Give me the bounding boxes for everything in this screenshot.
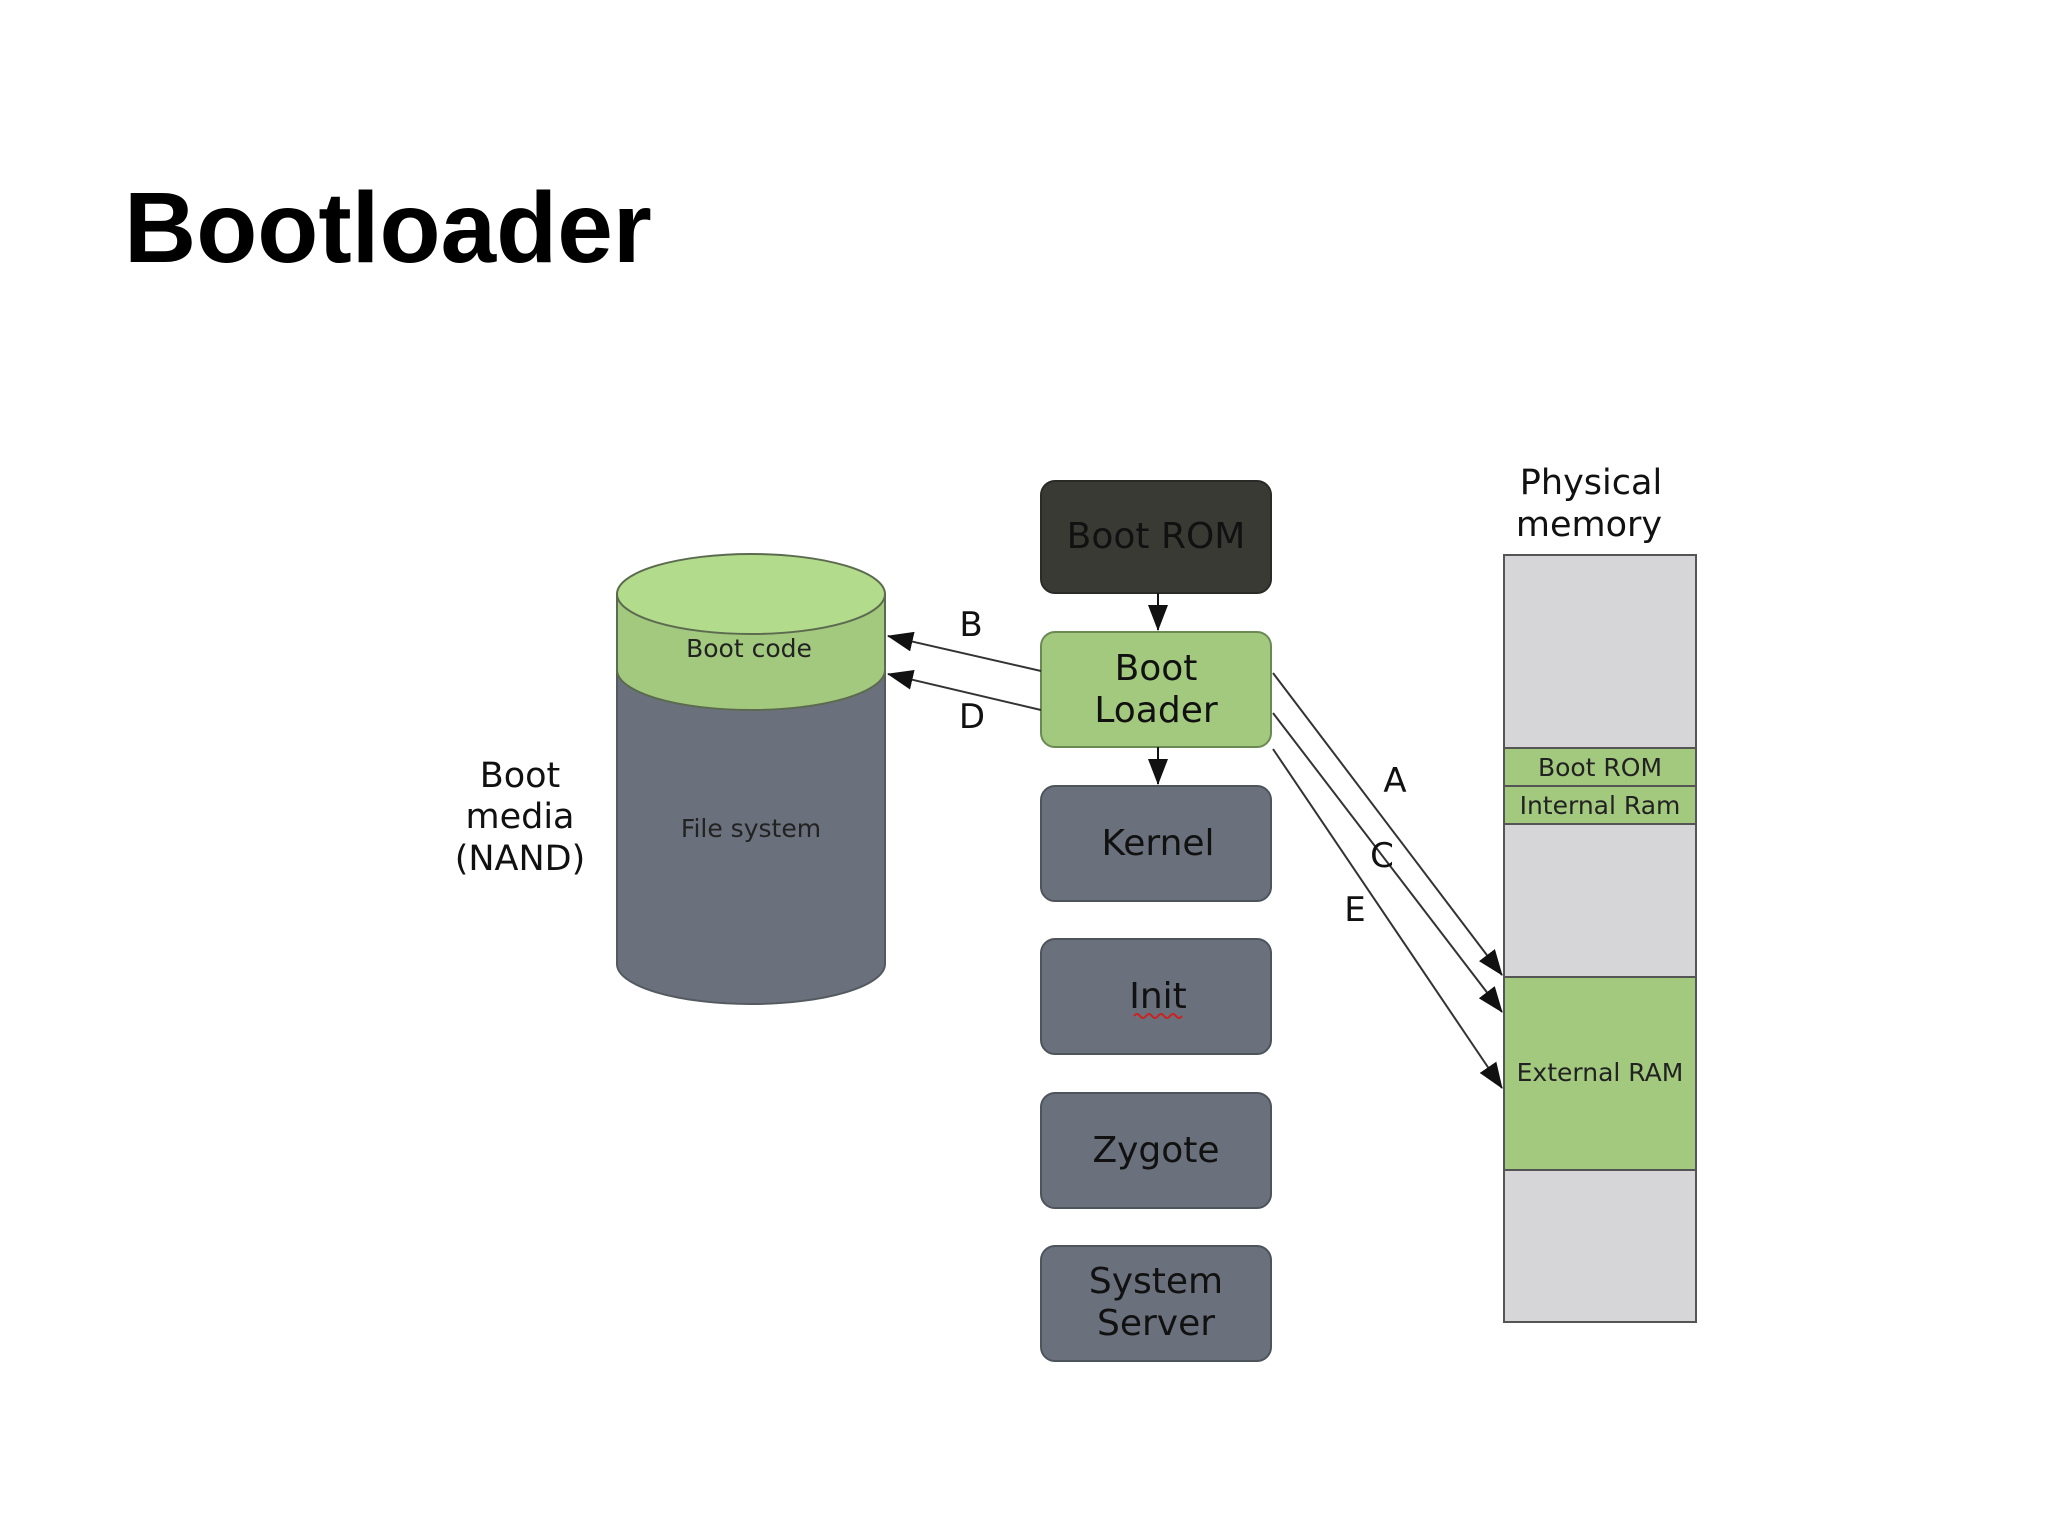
memory-region-external-ram: [1503, 976, 1697, 1171]
boot-code-label: Boot code: [686, 634, 812, 663]
physical-memory-column: Boot ROM Internal Ram External RAM: [1503, 554, 1697, 1323]
stage-boot-rom: Boot ROM: [1040, 480, 1272, 594]
stage-system-server: System Server: [1040, 1245, 1272, 1362]
stage-boot-loader: Boot Loader: [1040, 631, 1272, 748]
boot-media-cylinder: Boot code File system: [616, 553, 886, 1005]
arrow-d: [887, 669, 1042, 711]
physical-memory-label: Physical memory: [1516, 463, 1662, 545]
arrow-b: [887, 631, 1042, 672]
boot-media-label-line-3: (NAND): [455, 839, 586, 879]
boot-media-label-line-2: media: [465, 797, 574, 837]
physical-memory-label-line-2: memory: [1516, 505, 1662, 545]
system-server-box: [1040, 1245, 1272, 1362]
memory-internal-ram-label: Internal Ram: [1520, 791, 1681, 820]
slide-title: Bootloader: [124, 172, 652, 284]
arrow-label-c: C: [1370, 836, 1394, 876]
boot-media-label-line-1: Boot: [480, 756, 561, 796]
system-server-label-line-2: Server: [1097, 1303, 1215, 1344]
memory-boot-rom-label: Boot ROM: [1538, 753, 1662, 782]
physical-memory-label-line-1: Physical: [1520, 463, 1662, 503]
kernel-label: Kernel: [1101, 823, 1214, 864]
stage-zygote: Zygote: [1040, 1092, 1272, 1209]
memory-region-mid-empty: [1503, 823, 1697, 978]
cylinder-top: [616, 553, 886, 635]
boot-media-label: Boot media (NAND): [455, 756, 586, 879]
arrow-c: [1272, 712, 1503, 1013]
memory-region-top-empty: [1503, 554, 1697, 749]
arrow-a: [1272, 672, 1503, 976]
arrow-label-d: D: [959, 697, 985, 737]
boot-loader-label-line-2: Loader: [1094, 690, 1218, 731]
kernel-box: [1040, 785, 1272, 902]
memory-external-ram-label: External RAM: [1517, 1058, 1684, 1087]
zygote-label: Zygote: [1092, 1130, 1219, 1171]
spellcheck-squiggle: [1133, 1013, 1183, 1019]
boot-loader-box: [1040, 631, 1272, 748]
init-label: Init: [1129, 976, 1187, 1017]
system-server-label-line-1: System: [1089, 1261, 1223, 1302]
arrow-label-e: E: [1344, 890, 1365, 930]
boot-rom-box: [1040, 480, 1272, 594]
file-system-label: File system: [681, 814, 821, 843]
memory-region-boot-rom: [1503, 747, 1697, 787]
arrow-label-a: A: [1383, 761, 1406, 801]
memory-region-internal-ram: [1503, 785, 1697, 825]
arrow-label-b: B: [959, 605, 982, 645]
file-system-section: [616, 669, 886, 1005]
boot-loader-label-line-1: Boot: [1115, 648, 1198, 689]
stage-kernel: Kernel: [1040, 785, 1272, 902]
memory-region-bottom-empty: [1503, 1169, 1697, 1323]
zygote-box: [1040, 1092, 1272, 1209]
boot-rom-label: Boot ROM: [1067, 516, 1246, 557]
stage-init: Init: [1040, 938, 1272, 1055]
init-box: [1040, 938, 1272, 1055]
arrow-e: [1272, 748, 1503, 1089]
